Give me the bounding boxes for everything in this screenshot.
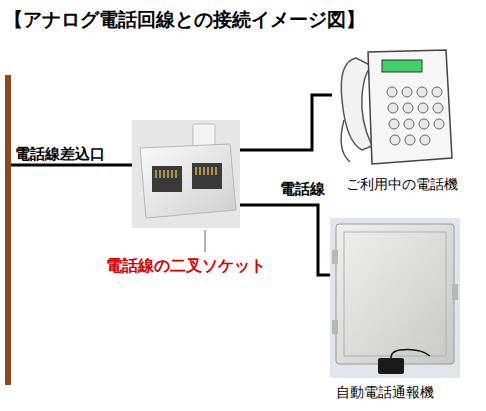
telephone: ご利用中の電話機	[332, 48, 454, 166]
node-label: 自動電話通報機	[336, 384, 434, 401]
latch	[452, 284, 458, 300]
ac-adapter	[378, 358, 404, 374]
dialer-illustration	[330, 218, 460, 378]
hinge-bottom	[332, 320, 338, 334]
jack-right	[192, 163, 222, 189]
phone-cable	[240, 95, 332, 150]
phone-display	[382, 60, 422, 72]
socket-body	[140, 144, 236, 218]
handset-cord	[341, 120, 350, 162]
node-label: ご利用中の電話機	[346, 176, 458, 193]
diagram-title: 【アナログ電話回線との接続イメージ図】	[4, 8, 365, 31]
node-label: 電話線差込口	[15, 145, 105, 163]
phone-keypad	[387, 87, 444, 145]
telephone-illustration	[341, 50, 452, 164]
dialer-case	[336, 224, 454, 364]
jack-left	[152, 166, 182, 192]
dialer-lid	[344, 232, 446, 356]
jack-contacts	[156, 167, 216, 178]
node-label: 電話線の二叉ソケット	[106, 256, 266, 275]
socket-photo-bg	[132, 120, 240, 228]
leader-line	[205, 230, 206, 252]
auto-dialer: 自動電話通報機	[330, 218, 460, 378]
hinge-top	[332, 250, 338, 264]
edge-label: 電話線	[280, 180, 325, 198]
phone-body	[368, 50, 452, 164]
phone-cable	[11, 164, 132, 167]
socket-illustration	[132, 120, 240, 252]
dialer-photo-bg	[330, 218, 460, 378]
phone-cable	[240, 205, 330, 275]
splitter-socket: 電話線の二叉ソケット	[132, 120, 240, 228]
wall-jack: 電話線差込口	[5, 75, 11, 385]
handset	[341, 58, 372, 150]
